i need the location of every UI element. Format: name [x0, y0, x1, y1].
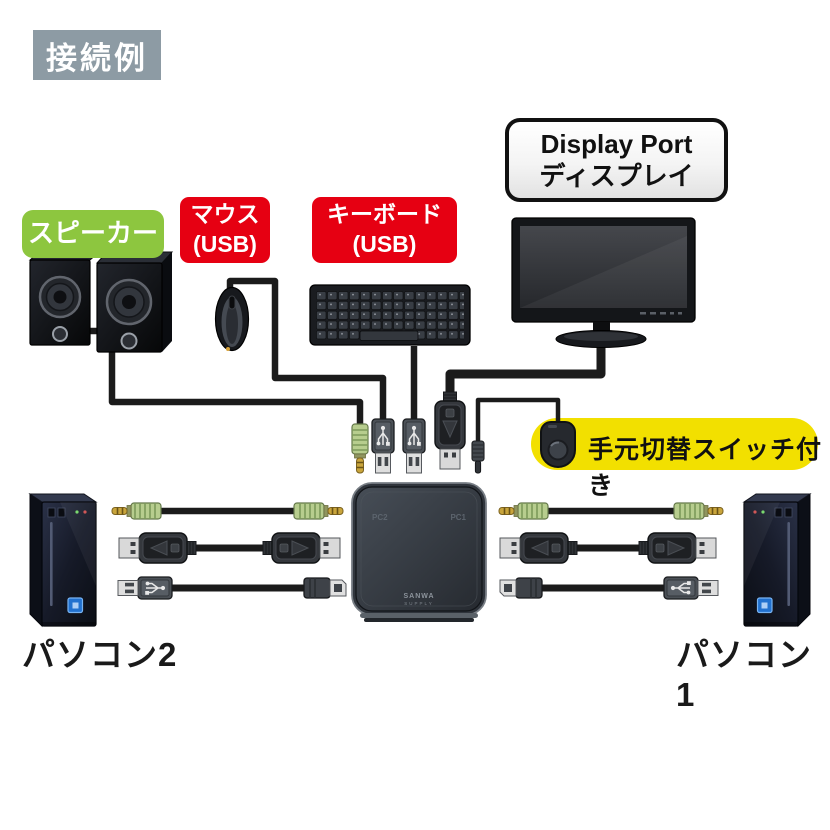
displayport-plug-icon	[638, 532, 717, 564]
usb-b-plug-icon	[499, 577, 543, 599]
remote-switch-icon	[540, 421, 576, 468]
displayport-plug-icon	[262, 532, 341, 564]
speaker-callout: スピーカー	[22, 210, 164, 258]
display-callout: Display Port ディスプレイ	[505, 118, 728, 202]
page-title: 接続例	[33, 30, 161, 80]
remote-switch-cable	[475, 397, 561, 443]
usb-b-plug-icon	[303, 577, 347, 599]
mouse-callout: マウス (USB)	[180, 197, 270, 263]
pc-tower-right-icon	[743, 493, 811, 627]
speaker-callout-text: スピーカー	[27, 218, 158, 249]
pc1-label: パソコン1	[676, 636, 812, 713]
monitor-icon	[511, 217, 696, 348]
kvm-brand-bottom: SUPPLY	[404, 601, 433, 606]
mouse-icon	[214, 286, 250, 352]
keyboard-icon	[309, 284, 471, 346]
audio-plug-icon	[673, 502, 724, 520]
remote-plug-icon	[471, 440, 485, 474]
speakers-icon	[28, 251, 174, 353]
displayport-plug-icon	[499, 532, 578, 564]
kvm-port-right-label: PC1	[450, 513, 466, 522]
display-callout-line1: Display Port	[540, 128, 693, 159]
pc-tower-left-icon	[29, 493, 97, 627]
kvm-port-left-label: PC2	[372, 513, 388, 522]
usb-a-plug-icon	[663, 576, 719, 600]
mouse-callout-line2: (USB)	[193, 231, 257, 257]
keyboard-callout: キーボード (USB)	[312, 197, 457, 263]
displayport-plug-icon	[118, 532, 197, 564]
usb-a-plug-icon	[371, 418, 395, 474]
audio-plug-icon	[498, 502, 549, 520]
monitor-displayport-cable	[445, 336, 606, 399]
display-callout-line2: ディスプレイ	[539, 161, 694, 191]
kvm-brand-top: SANWA	[403, 593, 434, 600]
displayport-plug-icon	[434, 391, 466, 470]
keyboard-callout-line2: (USB)	[352, 231, 417, 257]
remote-callout-text: 手元切替スイッチ付き	[588, 436, 823, 500]
mouse-callout-line1: マウス	[190, 201, 260, 228]
keyboard-callout-line1: キーボード	[327, 201, 442, 228]
remote-callout-pill	[531, 418, 818, 470]
usb-a-plug-icon	[402, 418, 426, 474]
mouse-usb-cable	[226, 277, 387, 421]
kvm-switch-icon: PC2 PC1 SANWA SUPPLY	[351, 482, 487, 622]
usb-a-plug-icon	[117, 576, 173, 600]
audio-plug-icon	[293, 502, 344, 520]
audio-plug-icon	[111, 502, 162, 520]
audio-plug-icon	[351, 423, 369, 474]
pc2-label: パソコン2	[22, 636, 178, 673]
